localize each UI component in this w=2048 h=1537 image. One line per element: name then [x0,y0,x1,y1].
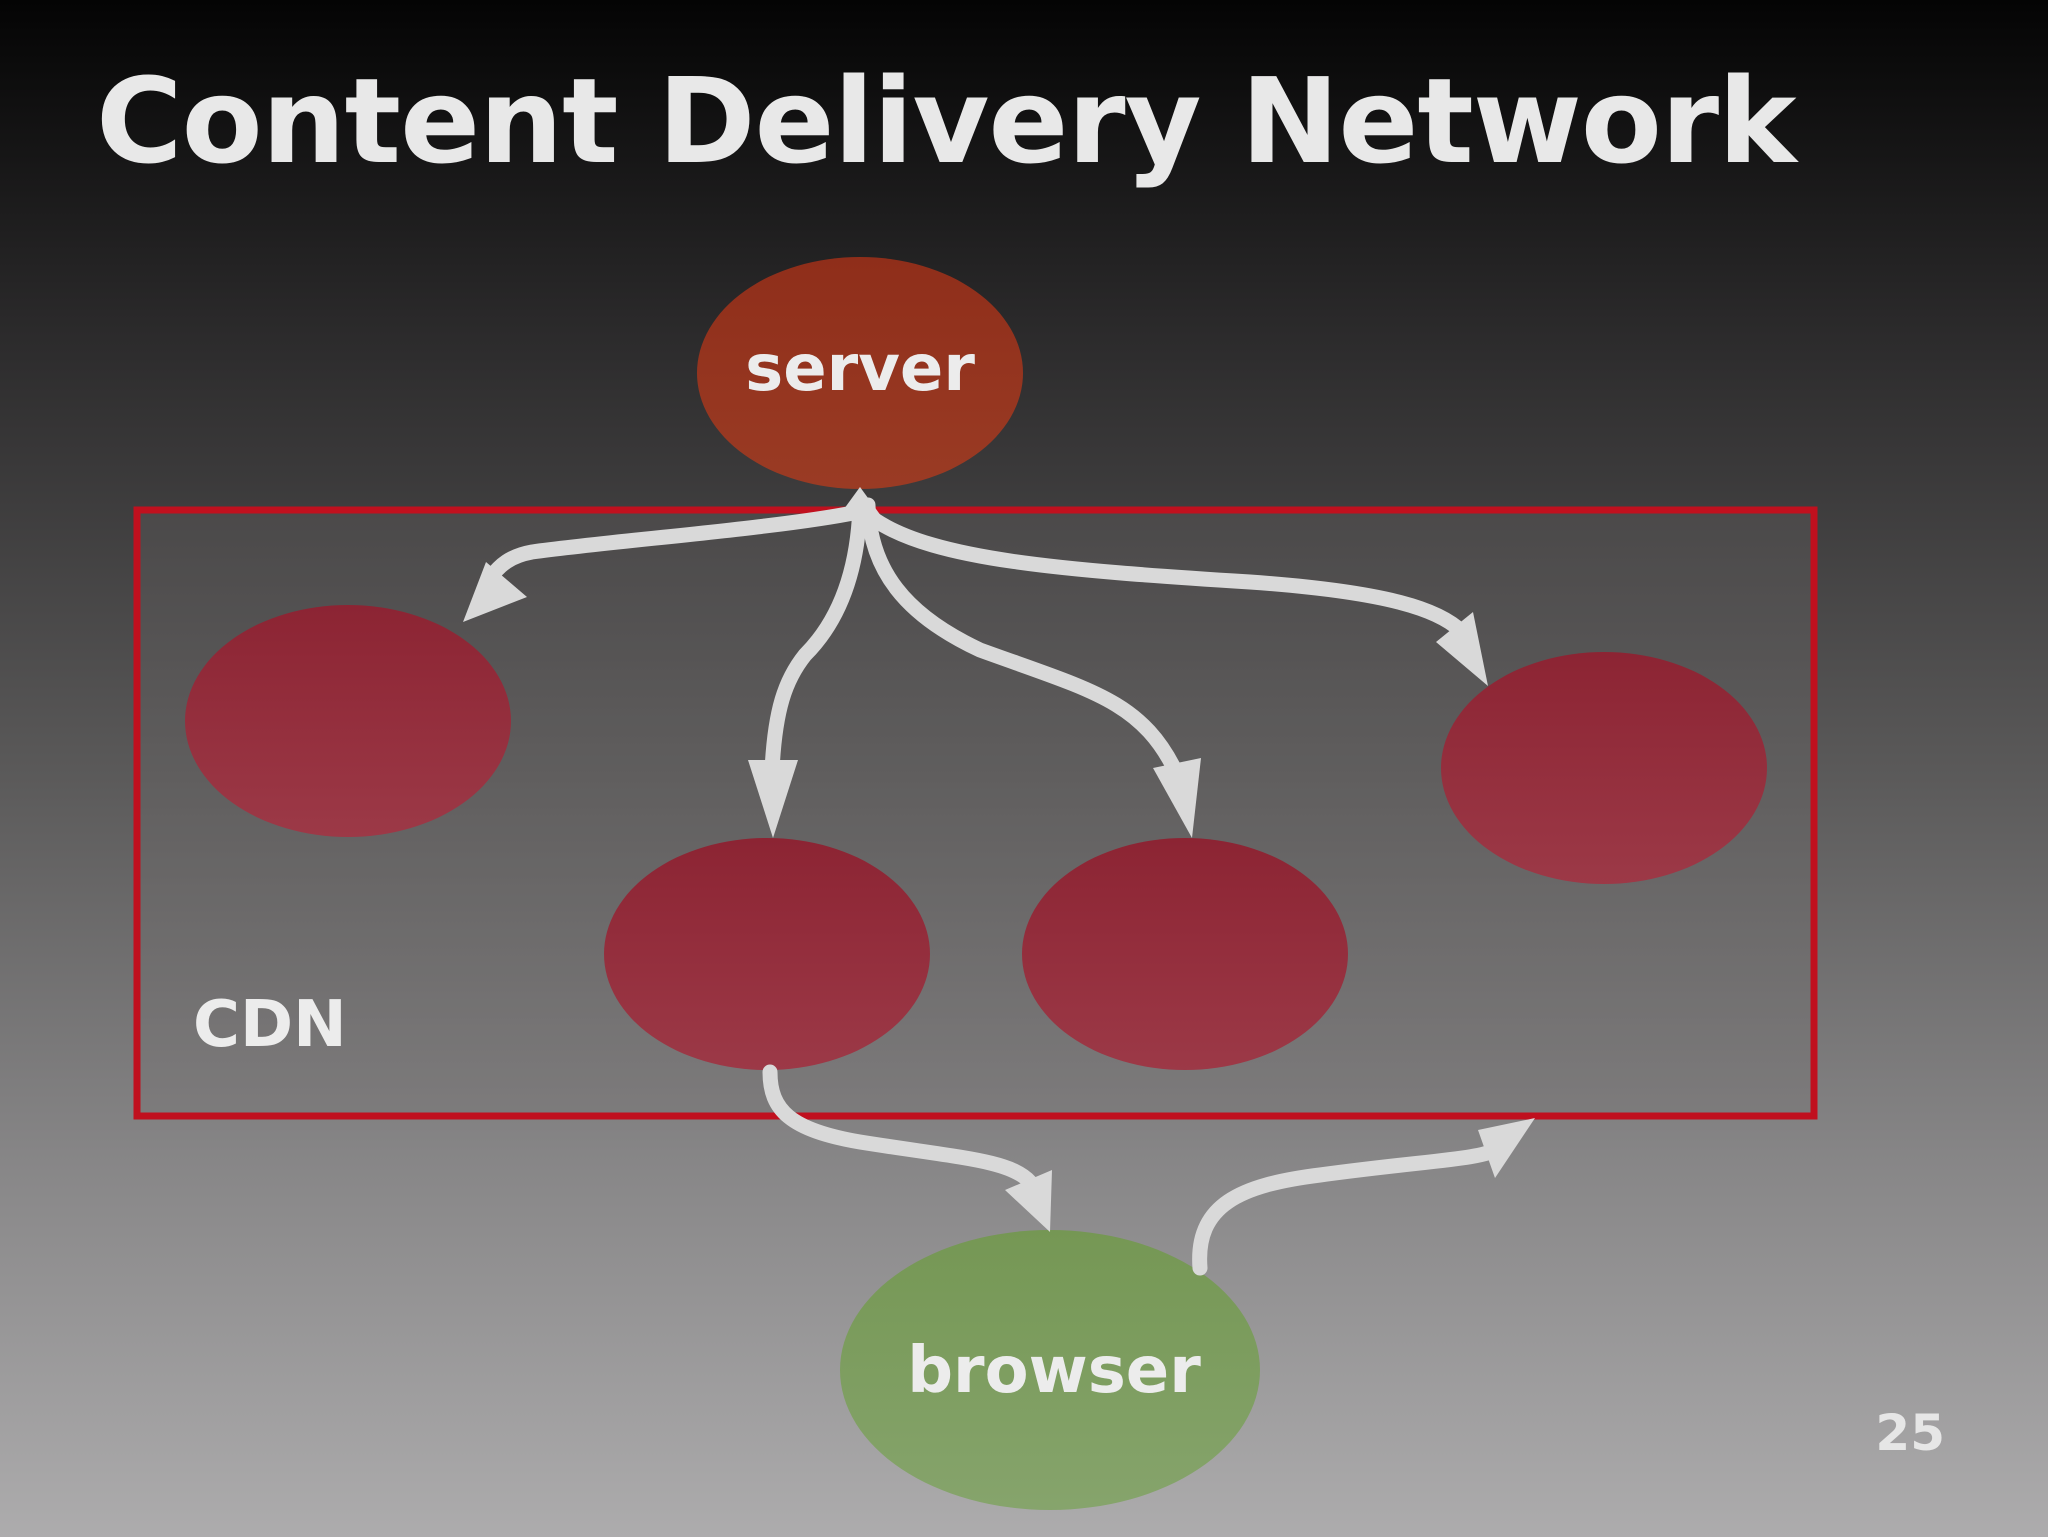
server-node-label: server [745,332,975,406]
server-node [697,257,1023,489]
browser-node-label: browser [907,1334,1201,1408]
arrow-server-to-edge-4 [867,512,1470,640]
arrow-server-to-edge-2 [764,497,868,778]
edge-server-node-4 [1441,652,1767,884]
cdn-group-label: CDN [193,988,347,1062]
arrowhead-edge-2 [748,760,798,838]
page-number: 25 [1875,1404,1945,1462]
arrow-server-to-edge-1 [482,504,866,586]
arrowhead-server [836,487,884,520]
arrowhead-cdn [1478,1118,1535,1178]
arrowhead-browser [1005,1170,1052,1232]
arrow-edge-to-browser [762,1064,1038,1190]
slide-title: Content Delivery Network [96,52,1797,190]
edge-server-node-1 [185,605,511,837]
edge-server-node-3 [1022,838,1348,1070]
browser-node [840,1230,1260,1510]
arrow-server-to-edge-3 [860,497,1183,778]
arrowhead-edge-1 [463,562,527,622]
arrowhead-edge-4 [1436,612,1488,686]
edge-server-node-2 [604,838,930,1070]
arrowhead-edge-3 [1153,758,1201,838]
arrow-browser-to-cdn [1192,1140,1508,1276]
